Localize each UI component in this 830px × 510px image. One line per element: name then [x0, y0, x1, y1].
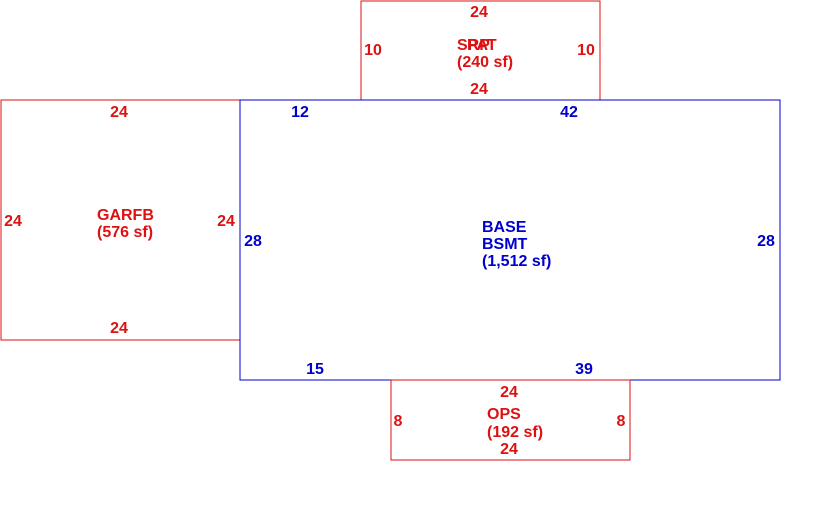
base-code-2: BSMT — [482, 236, 528, 253]
base-dim-top-left: 12 — [291, 104, 309, 121]
garfb-dim-top: 24 — [110, 104, 128, 121]
garfb-area: (576 sf) — [97, 224, 153, 241]
srpat-dim-right: 10 — [577, 42, 595, 59]
base-dim-top-right: 42 — [560, 104, 578, 121]
garfb-code: GARFB — [97, 207, 154, 224]
srpat-dim-left: 10 — [364, 42, 382, 59]
area-base[interactable]: 12 42 28 28 15 39 BASE BSMT (1,512 sf) — [239, 99, 781, 381]
garfb-dim-bottom: 24 — [110, 320, 128, 337]
srpat-area: (240 sf) — [457, 54, 513, 71]
srpat-dim-top: 24 — [470, 4, 488, 21]
garfb-dim-left: 24 — [4, 213, 22, 230]
area-srpat[interactable]: 24 24 10 10 SRP PAT (240 sf) — [360, 0, 601, 101]
ops-area: (192 sf) — [487, 424, 543, 441]
area-garfb[interactable]: 24 24 24 24 GARFB (576 sf) — [0, 99, 241, 341]
ops-code: OPS — [487, 406, 521, 423]
base-dim-bottom-right: 39 — [575, 361, 593, 378]
ops-outline — [390, 379, 631, 461]
ops-dim-top: 24 — [500, 384, 518, 401]
ops-dim-left: 8 — [394, 413, 403, 430]
base-dim-left: 28 — [244, 233, 262, 250]
ops-dim-bottom: 24 — [500, 441, 518, 458]
base-dim-right: 28 — [757, 233, 775, 250]
area-ops[interactable]: 24 24 8 8 OPS (192 sf) — [390, 379, 631, 461]
ops-dim-right: 8 — [617, 413, 626, 430]
srpat-code-b: PAT — [467, 37, 497, 54]
base-code: BASE — [482, 219, 527, 236]
srpat-code-a: SRP — [457, 37, 490, 54]
garfb-dim-right: 24 — [217, 213, 235, 230]
base-dim-bottom-left: 15 — [306, 361, 324, 378]
base-area: (1,512 sf) — [482, 253, 551, 270]
srpat-dim-bottom: 24 — [470, 81, 488, 98]
